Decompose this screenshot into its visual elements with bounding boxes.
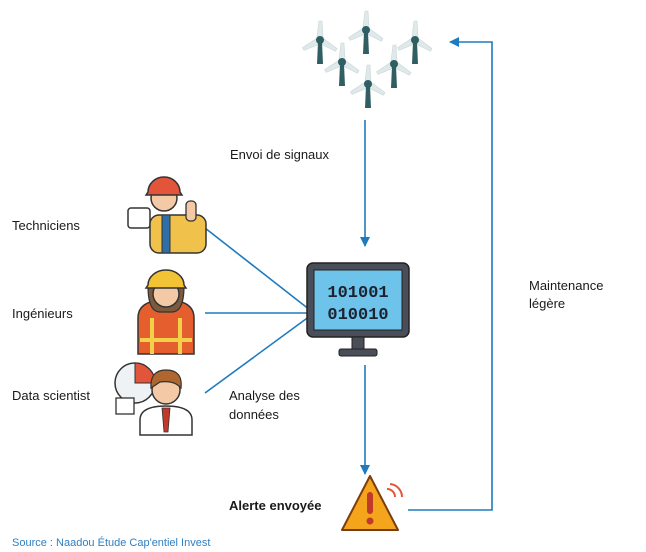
signal-label: Envoi de signaux [230,147,330,162]
data-scientist-link [204,315,311,394]
data-scientist-icon [114,362,193,436]
analysis-label-line-2: données [229,407,279,422]
computer-monitor-icon: 101001 010010 [306,262,410,357]
data-scientist-label: Data scientist [12,388,91,403]
technicians-link [204,227,311,311]
warning-alert-icon [341,475,404,531]
engineer-icon [137,269,195,355]
maintenance-label-line-2: légère [529,296,566,311]
source-note: Source : Naadou Étude Cap'entiel Invest [12,537,211,549]
alert-label: Alerte envoyée [229,498,322,513]
maintenance-label-line-1: Maintenance [529,278,604,293]
technicians-label: Techniciens [12,218,80,233]
technician-icon [127,176,207,254]
binary-line-1: 101001 [327,284,388,303]
analysis-label-line-1: Analyse des [229,388,300,403]
engineers-label: Ingénieurs [12,306,73,321]
wind-turbine-icon [301,10,434,109]
binary-line-2: 010010 [327,306,388,325]
maintenance-arrow [408,37,493,511]
flow-arrows [204,37,493,511]
